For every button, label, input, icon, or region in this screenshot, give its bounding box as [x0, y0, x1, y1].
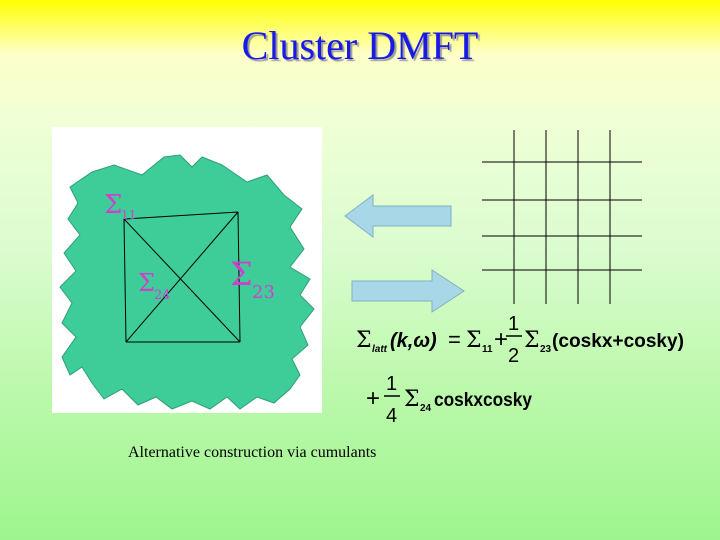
formula-equals: =	[448, 327, 461, 352]
formula-plus-2: +	[366, 385, 380, 412]
formula-frac1-den: 2	[508, 345, 519, 367]
sigma-11-label: Σ	[104, 190, 122, 220]
formula-cos-product: coskxcosky	[434, 390, 532, 411]
sigma-24-subscript: 24	[154, 288, 171, 303]
sigma-23-subscript: 23	[252, 282, 275, 303]
slide-title: Cluster DMFT	[0, 22, 720, 69]
formula-plus-1: +	[494, 326, 508, 353]
sigma-24-label: Σ	[138, 269, 155, 297]
formula-frac2-den: 4	[386, 405, 397, 427]
formula-line-1: Σ latt (k,ω) = Σ 11 + 1 2 Σ 23 (coskx+co…	[352, 310, 697, 372]
arrow-left-icon	[343, 193, 453, 239]
formula-sub-latt: latt	[372, 344, 388, 355]
formula-frac2-num: 1	[386, 373, 397, 395]
sigma-11-subscript: 11	[121, 208, 136, 222]
formula-sigma-11: Σ	[466, 328, 482, 353]
formula-sigma-23: Σ	[524, 328, 540, 353]
cluster-blob	[60, 155, 314, 409]
cluster-figure: Σ 11 Σ 24 Σ 23	[52, 127, 322, 413]
formula-sub-24: 24	[420, 403, 432, 414]
formula-cos-sum: (coskx+cosky)	[552, 331, 684, 352]
formula-sigma-24: Σ	[404, 387, 420, 412]
formula-frac1-num: 1	[508, 313, 519, 335]
lattice-grid	[482, 130, 644, 304]
formula-sigma-latt: Σ	[356, 328, 372, 353]
formula-args: (k,ω)	[390, 330, 437, 352]
formula-sub-11: 11	[482, 344, 493, 355]
caption-text: Alternative construction via cumulants	[128, 444, 376, 462]
formula-sub-23: 23	[540, 344, 552, 355]
sigma-23-label: Σ	[230, 255, 253, 293]
arrow-right-icon	[350, 268, 466, 314]
formula-line-2: + 1 4 Σ 24 coskxcosky	[364, 372, 554, 428]
